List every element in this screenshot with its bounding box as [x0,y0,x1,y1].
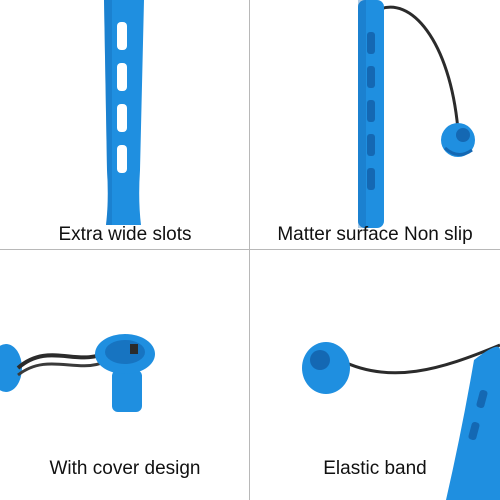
elastic-band [339,343,500,375]
elastic-band [377,5,460,131]
horizontal-divider [0,249,500,250]
rod-slots-illustration [104,0,144,225]
slot [117,145,127,173]
slot [117,22,127,50]
caption-elastic-band: Elastic band [323,458,427,479]
slot [117,63,127,91]
cap-stem [112,370,142,412]
elastic-band-illustration [302,342,500,500]
panel-cover-design: With cover design [0,250,250,500]
caption-matter-surface: Matter surface Non slip [277,224,473,245]
rod-surface-illustration [358,0,475,228]
caption-cover-design: With cover design [49,458,201,479]
vertical-divider [249,0,250,500]
cover-cap-illustration [0,334,155,412]
panel-elastic-band: Elastic band [250,250,500,500]
caption-extra-wide-slots: Extra wide slots [58,224,192,245]
panel-extra-wide-slots: Extra wide slots [0,0,250,250]
slot [117,104,127,132]
panel-matter-surface: Matter surface Non slip [250,0,500,250]
